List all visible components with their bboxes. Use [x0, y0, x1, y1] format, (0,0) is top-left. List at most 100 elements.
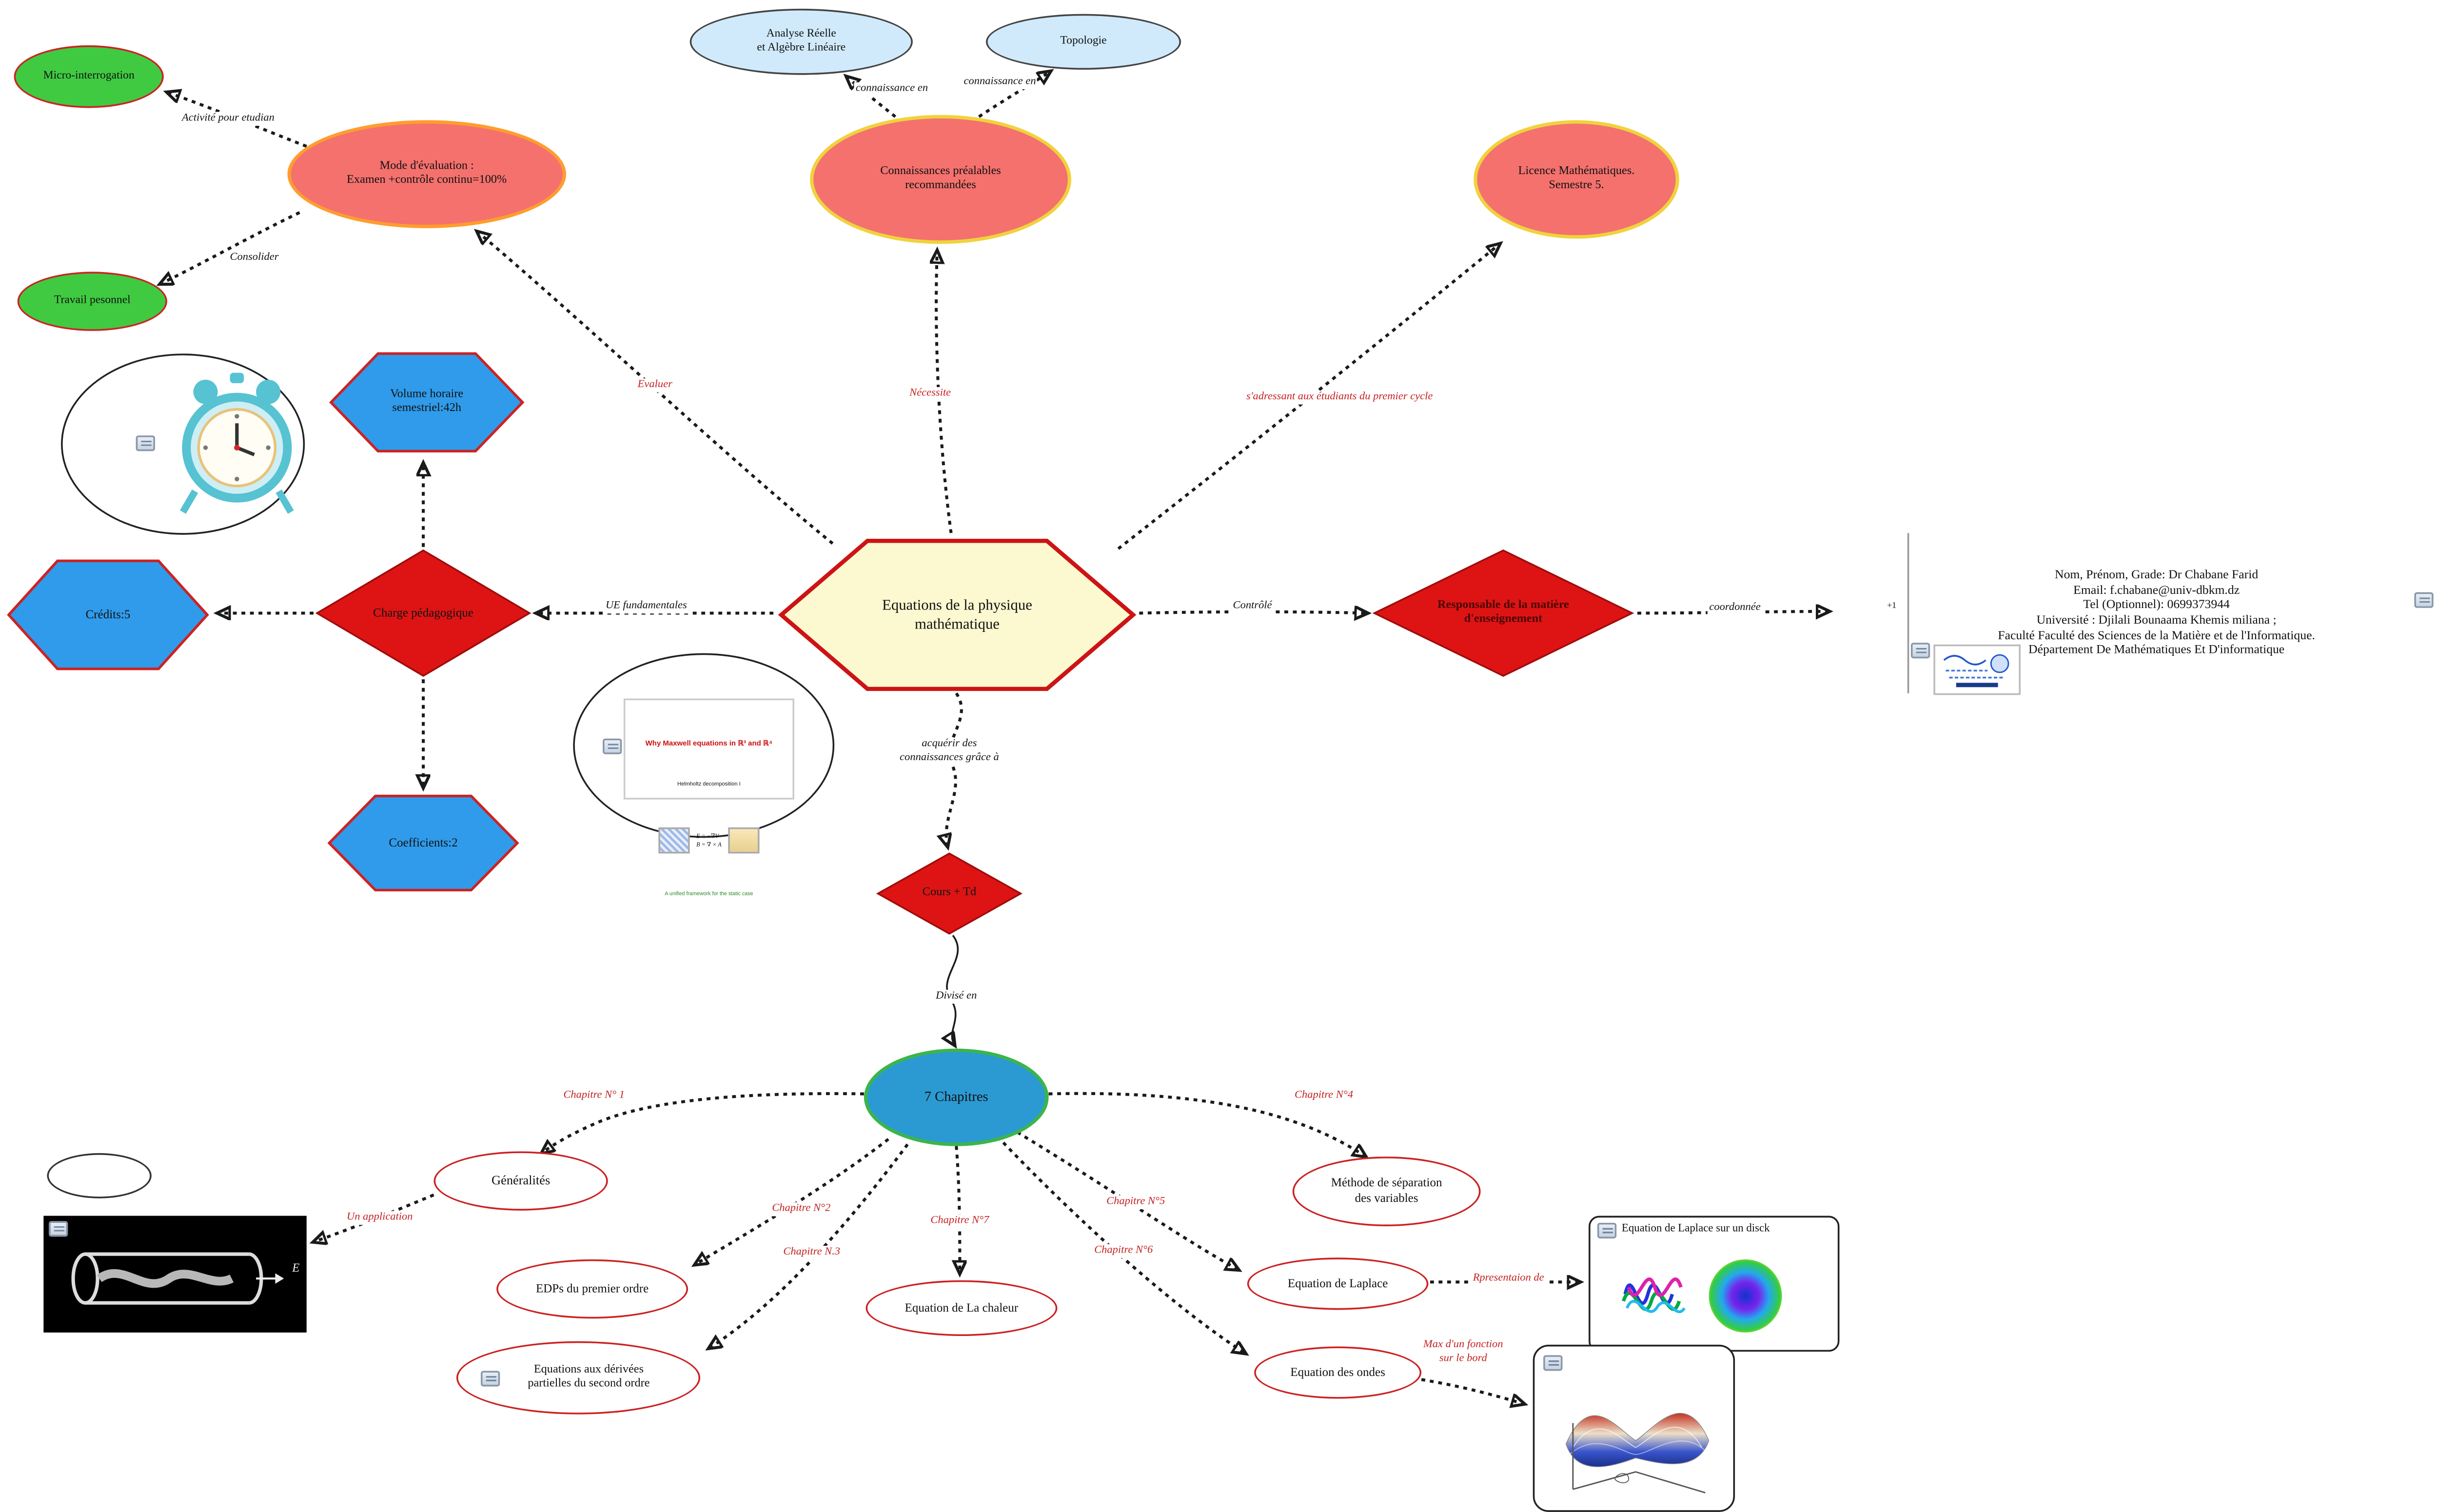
node-university-logo[interactable]: [1933, 644, 2021, 695]
edge-label-acquerir: acquérir des connaissances grâce à: [898, 737, 1001, 764]
edge-chapitres-laplace: [1016, 1131, 1239, 1270]
charge-pedagogique-label: Charge pédagogique: [373, 605, 473, 620]
central-topic-label: Equations de la physique mathématique: [882, 596, 1032, 632]
node-cours-td[interactable]: Cours + Td: [876, 852, 1023, 935]
node-generalites[interactable]: Généralités: [433, 1151, 608, 1211]
edge-label-connaissance-b: connaissance en: [962, 75, 1038, 89]
resource-icon[interactable]: [49, 1221, 68, 1237]
volume-horaire-label: Volume horaire semestriel:42h: [390, 387, 464, 415]
edge-label-ch1: Chapitre N° 1: [561, 1089, 627, 1102]
contact-phone: Tel (Optionnel): 0699373944: [2083, 598, 2230, 612]
edge-label-adressant: s'adressant aux étudiants du premier cyc…: [1244, 391, 1435, 404]
node-central-topic[interactable]: Equations de la physique mathématique: [778, 538, 1137, 691]
node-waveguide-image[interactable]: E: [43, 1216, 307, 1333]
laplace-disk-image: [1709, 1259, 1782, 1333]
node-volume-horaire[interactable]: Volume horaire semestriel:42h: [329, 352, 525, 453]
maxwell-slide-footer: A unified framework for the static case: [665, 890, 753, 898]
resource-icon[interactable]: [480, 1371, 500, 1387]
node-edp-premier-ordre[interactable]: EDPs du premier ordre: [496, 1259, 688, 1319]
surface-plot-image: [1565, 1413, 1710, 1493]
edge-label-application: Un application: [345, 1211, 415, 1224]
edge-central-evaluation: [477, 232, 834, 545]
node-analyse-reelle[interactable]: Analyse Réelle et Algèbre Linéaire: [689, 8, 913, 75]
edge-label-ch2: Chapitre N°2: [770, 1202, 832, 1216]
university-logo-image: [1943, 654, 2009, 687]
resource-icon[interactable]: [1597, 1222, 1617, 1238]
node-edp-second-ordre[interactable]: Equations aux dérivées partielles du sec…: [456, 1341, 701, 1414]
node-charge-pedagogique[interactable]: Charge pédagogique: [315, 549, 531, 677]
edge-label-ue: UE fundamentales: [604, 599, 689, 613]
edge-label-representation: Rpresentaion de: [1471, 1272, 1546, 1285]
edge-label-activite: Activité pour etudian: [180, 112, 276, 125]
responsable-label: Responsable de la matière d'enseignement: [1437, 598, 1570, 626]
edge-label-ch7: Chapitre N°7: [928, 1214, 991, 1228]
edge-label-plus-one: +1: [1885, 603, 1898, 613]
edge-central-connaissances: [936, 251, 953, 533]
maxwell-equations: E = −∇V B = ∇ × A: [696, 833, 722, 848]
edge-ondes-surface: [1421, 1378, 1524, 1404]
waveguide-drawing: [71, 1252, 284, 1305]
edge-responsable-contact: [1637, 611, 1829, 613]
resource-icon[interactable]: [603, 738, 622, 754]
edge-central-cours: [946, 692, 963, 846]
maxwell-figure-right: [728, 827, 760, 854]
resource-icon[interactable]: [1543, 1355, 1563, 1371]
node-surface-plot-panel[interactable]: [1533, 1344, 1735, 1512]
node-equation-ondes[interactable]: Equation des ondes: [1254, 1346, 1422, 1399]
node-clock-image[interactable]: [61, 353, 305, 535]
edge-label-divise: Divisé en: [934, 989, 979, 1003]
node-travail-personnel[interactable]: Travail pesonnel: [17, 272, 167, 331]
node-responsable[interactable]: Responsable de la matière d'enseignement: [1372, 549, 1634, 677]
node-credits[interactable]: Crédits:5: [7, 559, 209, 671]
resource-icon[interactable]: [2414, 592, 2434, 608]
maxwell-slide-title: Why Maxwell equations in ℝ³ and ℝ⁴: [645, 738, 773, 747]
maxwell-slide-image: Why Maxwell equations in ℝ³ and ℝ⁴ Helmh…: [623, 698, 795, 897]
edge-label-connaissance-a: connaissance en: [854, 82, 930, 96]
edge-chapitres-ondes: [1002, 1141, 1246, 1353]
node-connaissances-prealables[interactable]: Connaissances préalables recommandées: [810, 115, 1072, 244]
edge-central-responsable: [1139, 612, 1367, 613]
node-licence-mathematiques[interactable]: Licence Mathématiques. Semestre 5.: [1474, 120, 1679, 239]
edge-generalites-waveguide: [314, 1193, 434, 1242]
node-7-chapitres[interactable]: 7 Chapitres: [864, 1048, 1049, 1146]
edge-label-ch6: Chapitre N°6: [1092, 1244, 1155, 1257]
edge-label-max-bord: Max d'un fonction sur le bord: [1421, 1338, 1505, 1365]
node-equation-chaleur[interactable]: Equation de La chaleur: [865, 1280, 1058, 1336]
edge-evaluation-travail: [160, 211, 300, 284]
edge-chapitres-separation: [1048, 1092, 1366, 1157]
node-topologie[interactable]: Topologie: [985, 14, 1181, 70]
node-mode-evaluation[interactable]: Mode d'évaluation : Examen +contrôle con…: [287, 120, 567, 228]
resource-icon[interactable]: [1910, 643, 1930, 659]
node-maxwell-image[interactable]: Why Maxwell equations in ℝ³ and ℝ⁴ Helmh…: [573, 653, 835, 897]
resource-icon[interactable]: [136, 435, 155, 452]
maxwell-slide-subtitle: Helmholtz decomposition I: [677, 781, 741, 788]
node-laplace-disk-panel[interactable]: Equation de Laplace sur un disck: [1589, 1216, 1840, 1352]
alarm-clock-icon: [179, 373, 294, 514]
node-micro-interrogation[interactable]: Micro-interrogation: [14, 45, 164, 108]
edp-second-ordre-label: Equations aux dérivées partielles du sec…: [528, 1363, 650, 1390]
contact-email: Email: f.chabane@univ-dbkm.dz: [2073, 583, 2240, 597]
contact-name: Nom, Prénom, Grade: Dr Chabane Farid: [2055, 568, 2259, 582]
cours-td-label: Cours + Td: [922, 886, 977, 899]
node-coefficients[interactable]: Coefficients:2: [327, 794, 519, 892]
edge-label-coordonnee: coordonnée: [1707, 601, 1763, 615]
edge-label-necessite: Nécessite: [907, 387, 953, 400]
node-separation-variables[interactable]: Méthode de séparation des variables: [1292, 1157, 1481, 1226]
contact-university: Université : Djilali Bounaama Khemis mil…: [2036, 613, 2277, 628]
node-empty-ellipse[interactable]: [47, 1153, 152, 1198]
coefficients-label: Coefficients:2: [389, 835, 458, 849]
laplace-disk-title: Equation de Laplace sur un disck: [1621, 1222, 1770, 1235]
edge-label-ch5: Chapitre N°5: [1104, 1195, 1167, 1209]
contact-department: Département De Mathématiques Et D'inform…: [2028, 643, 2285, 657]
edge-label-ch3: Chapitre N.3: [781, 1246, 842, 1259]
credits-label: Crédits:5: [85, 607, 131, 622]
edge-label-ch4: Chapitre N°4: [1293, 1089, 1355, 1102]
node-contact-info[interactable]: Nom, Prénom, Grade: Dr Chabane Farid Ema…: [1907, 533, 2404, 693]
edge-label-controle: Contrôlé: [1231, 599, 1274, 613]
edge-label-consolider: Consolider: [228, 251, 281, 265]
laplace-waveform-image: [1622, 1277, 1686, 1314]
edge-connaissances-topologie: [978, 71, 1050, 118]
node-equation-laplace[interactable]: Equation de Laplace: [1247, 1257, 1429, 1310]
